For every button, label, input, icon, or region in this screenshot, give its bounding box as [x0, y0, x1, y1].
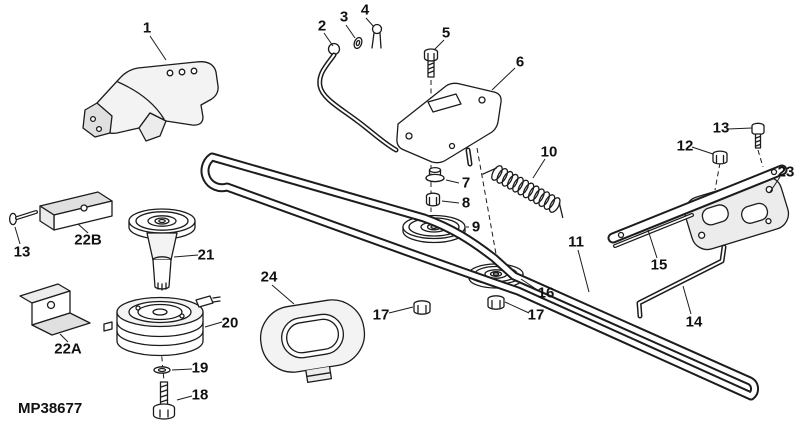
drive-belt	[200, 152, 760, 401]
figure-code: MP38677	[18, 400, 83, 417]
crank-sheave-assembly	[128, 208, 196, 291]
callout-12: 12	[676, 137, 694, 155]
washer-clutch	[153, 366, 171, 374]
callout-22A: 22A	[54, 340, 82, 358]
callout-17-left: 17	[372, 306, 390, 324]
callout-13-left: 13	[13, 243, 31, 261]
mount-bracket-lower	[19, 283, 91, 336]
callout-8: 8	[461, 194, 471, 212]
callout-6: 6	[515, 53, 525, 71]
washer-small	[353, 36, 363, 50]
callout-11: 11	[568, 233, 584, 251]
mount-nut-right	[487, 295, 505, 310]
extension-spring	[481, 165, 564, 219]
belt-guide-bar	[607, 164, 788, 248]
hex-bolt-right	[751, 122, 765, 149]
spacer-bushing	[425, 166, 445, 183]
callout-16: 16	[537, 284, 555, 302]
mount-nut-left	[413, 300, 431, 315]
cotter-pin	[371, 23, 383, 49]
pto-clutch	[103, 295, 221, 357]
mount-bracket-upper	[39, 191, 113, 231]
callout-22B: 22B	[74, 231, 102, 249]
callout-2: 2	[317, 17, 327, 35]
hex-bolt-left	[8, 210, 38, 226]
callout-5: 5	[441, 24, 451, 42]
callout-10: 10	[540, 143, 558, 161]
callout-23: 23	[777, 163, 795, 181]
callout-19: 19	[191, 359, 209, 377]
callout-13-right: 13	[712, 119, 730, 137]
leader-lines	[14, 17, 781, 401]
callout-21: 21	[197, 246, 215, 264]
callout-18: 18	[191, 386, 209, 404]
flange-nut-right	[712, 150, 728, 165]
callout-17-right: 17	[527, 306, 545, 324]
guide-rod	[636, 244, 727, 319]
callout-1: 1	[142, 19, 152, 37]
callout-15: 15	[650, 256, 668, 274]
belt-guide-cover	[259, 299, 366, 384]
callout-9: 9	[471, 218, 481, 236]
callout-14: 14	[685, 313, 703, 331]
callout-20: 20	[221, 314, 239, 332]
hex-bolt-top	[423, 48, 439, 78]
callout-24: 24	[260, 268, 278, 286]
callout-7: 7	[461, 174, 471, 192]
idler-link-rod	[317, 42, 399, 153]
idler-arm-bracket	[82, 61, 219, 142]
hex-nut-pulley	[425, 192, 441, 207]
clutch-bolt	[152, 381, 176, 420]
callout-4: 4	[360, 1, 370, 19]
callout-3: 3	[339, 8, 349, 26]
idler-plate	[396, 82, 502, 167]
